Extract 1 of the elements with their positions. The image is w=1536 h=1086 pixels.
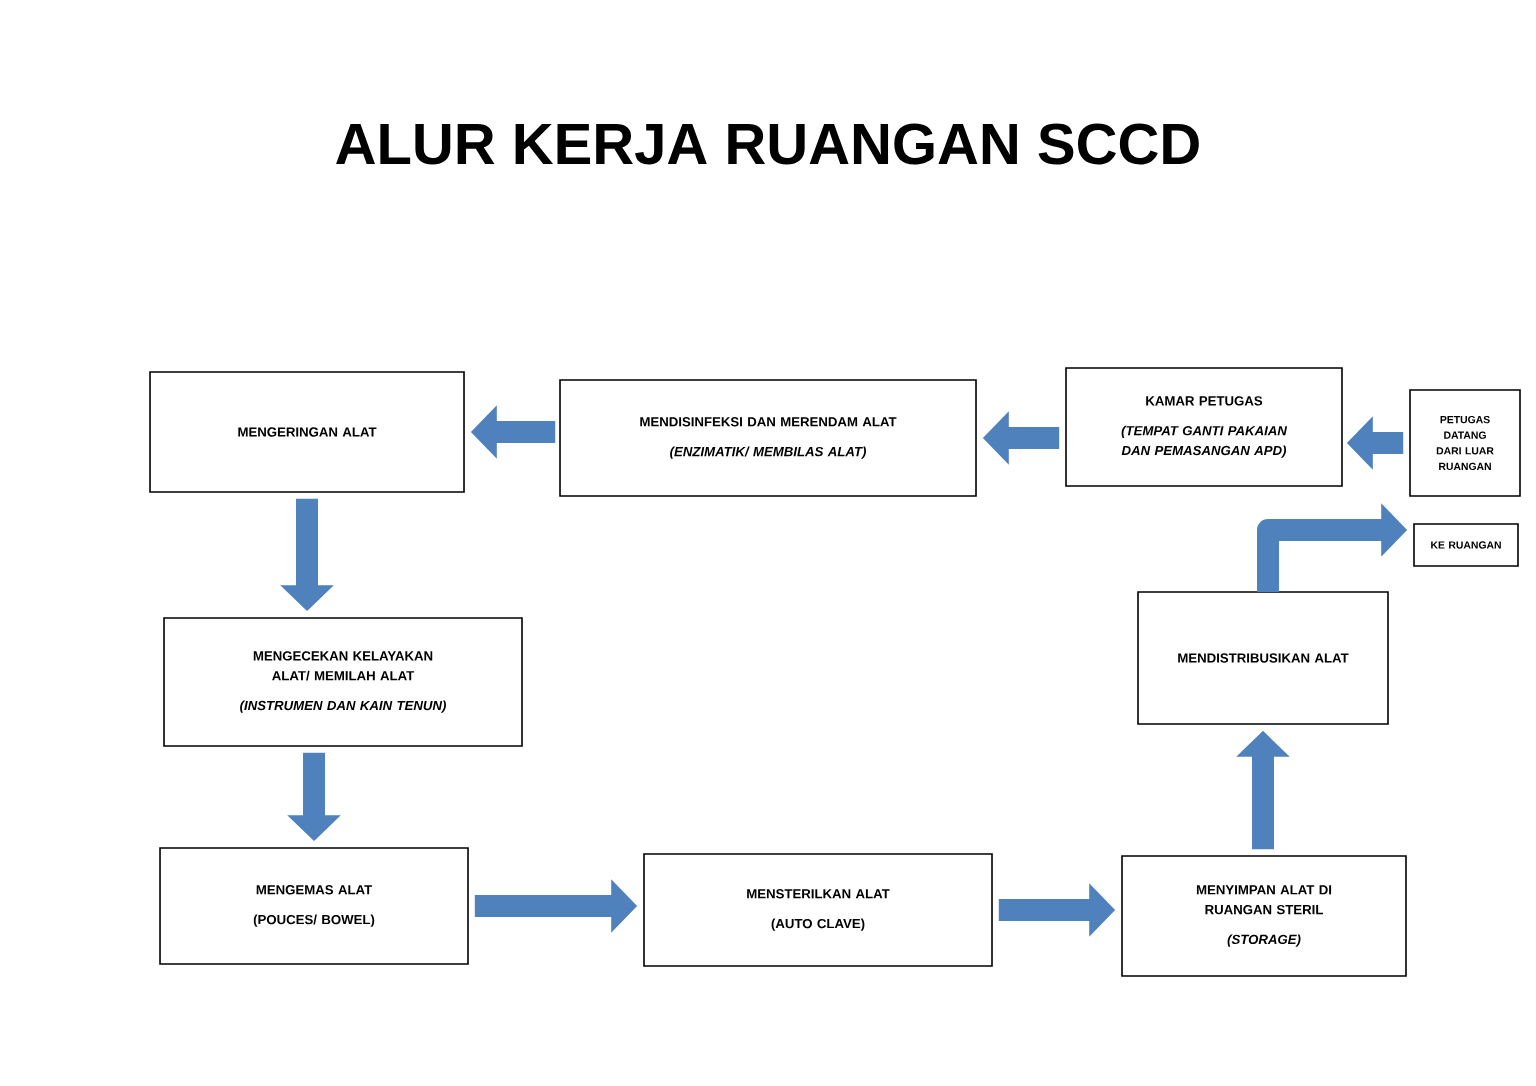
title: ALUR KERJA RUANGAN SCCD	[336, 123, 1199, 165]
